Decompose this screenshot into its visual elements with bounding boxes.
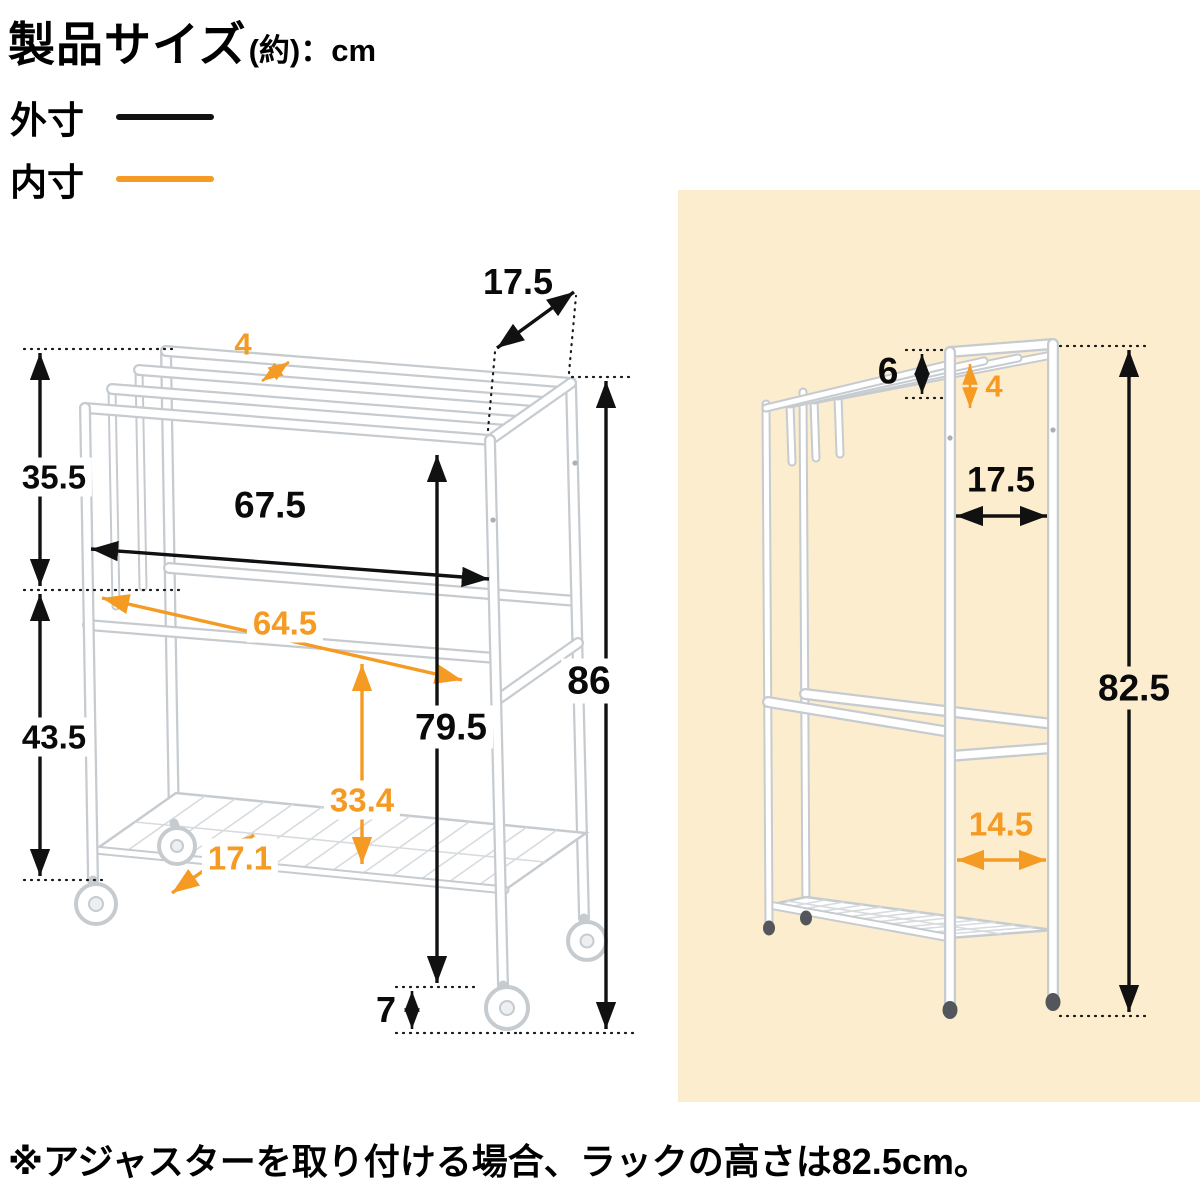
dimension-legend: 外寸 内寸 — [10, 86, 214, 210]
left-rack-end-frame-crossbar — [491, 637, 584, 706]
left-rack-towel-bar — [160, 345, 577, 389]
unit-note: (約)：cm — [248, 33, 377, 68]
legend-inner-line — [116, 176, 214, 182]
legend-outer-row: 外寸 — [10, 86, 214, 148]
left-rack-back-left-leg — [160, 345, 180, 829]
dim-right-adjuster-height: 82.5 — [1091, 666, 1177, 710]
dim-right-outer-depth: 17.5 — [966, 460, 1036, 500]
left-rack-towel-bar — [133, 364, 550, 408]
adjuster-foot — [763, 920, 775, 936]
dim-left-outer-width: 67.5 — [233, 484, 307, 526]
dim-left-bar-pitch: 4 — [234, 326, 252, 362]
dim-left-lower-inner-height: 33.4 — [323, 780, 401, 820]
left-rack-support-post — [107, 384, 121, 611]
screw-dot — [490, 517, 496, 523]
dim-left-lower-height: 43.5 — [15, 717, 93, 757]
legend-inner-label: 内寸 — [10, 162, 84, 203]
legend-outer-line — [116, 114, 214, 120]
dim-left-total-height: 86 — [561, 658, 617, 704]
dim-left-upper-height: 35.5 — [15, 457, 93, 497]
dim-left-inner-width: 64.5 — [246, 603, 324, 643]
right-rack-support-post — [833, 391, 845, 459]
right-rack-end-frame-top — [944, 338, 1059, 358]
adjuster-foot — [942, 1001, 958, 1019]
page-title: 製品サイズ — [8, 18, 247, 71]
screw-dot — [1050, 427, 1056, 433]
dim-right-top-clearance: 6 — [877, 350, 899, 392]
right-rack-front-rail — [762, 696, 956, 738]
left-rack-towel-bar — [106, 383, 523, 427]
footnote: ※アジャスターを取り付ける場合、ラックの高さは82.5cm。 — [8, 1141, 990, 1182]
legend-outer-label: 外寸 — [10, 100, 84, 141]
dim-left-caster-height: 7 — [375, 989, 397, 1030]
caster — [484, 980, 530, 1031]
right-rack-far-front-leg — [761, 399, 774, 929]
left-rack-back-rail — [163, 562, 582, 607]
right-rack-back-rail — [799, 688, 1059, 730]
dim-right-shelf-inner-width: 14.5 — [962, 804, 1040, 844]
beige-panel — [678, 190, 1200, 1102]
adjuster-foot — [800, 910, 812, 926]
dim-left-top-depth: 17.5 — [482, 261, 554, 302]
screw-dot — [947, 435, 953, 441]
left-rack-front-right-leg — [484, 434, 509, 991]
dim-left-shelf-depth: 17.1 — [201, 838, 279, 878]
legend-inner-row: 内寸 — [10, 148, 214, 210]
left-rack-drawing — [74, 345, 608, 1031]
screw-dot — [572, 460, 578, 466]
right-rack-support-post — [809, 395, 821, 463]
dim-right-bar-pitch: 4 — [985, 368, 1003, 404]
dim-left-body-height: 79.5 — [408, 705, 494, 749]
left-rack-towel-bar — [79, 402, 496, 446]
caster — [74, 875, 118, 926]
right-rack-support-post — [785, 399, 797, 467]
adjuster-foot — [1045, 993, 1061, 1011]
right-rack-end-frame-crossbar — [944, 742, 1059, 762]
right-rack-drawing — [761, 338, 1061, 1019]
right-rack-far-back-leg — [798, 387, 811, 919]
caster — [566, 913, 608, 962]
left-rack-end-frame-top — [484, 377, 577, 446]
page-header: 製品サイズ (約)：cm — [8, 6, 376, 75]
right-rack-shelf-front-edge — [764, 900, 955, 943]
